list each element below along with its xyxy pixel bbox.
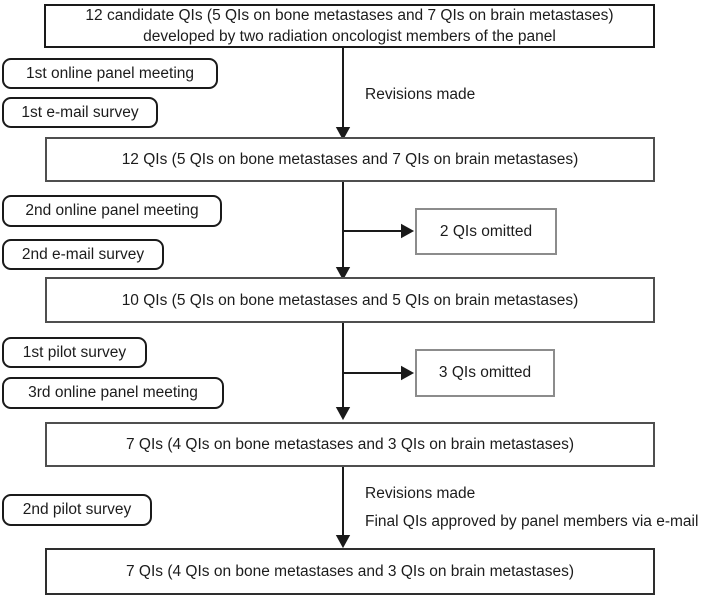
- step-2nd-pilot-survey: 2nd pilot survey: [2, 494, 152, 526]
- stage-box-12-qis: 12 QIs (5 QIs on bone metastases and 7 Q…: [45, 137, 655, 182]
- final-box-7-qis: 7 QIs (4 QIs on bone metastases and 3 QI…: [45, 548, 655, 595]
- arrowhead-branch-1: [401, 223, 415, 239]
- step-1st-email-survey: 1st e-mail survey: [2, 97, 158, 128]
- arrowhead-down-4: [335, 535, 351, 549]
- omitted-box-3-qis: 3 QIs omitted: [415, 349, 555, 397]
- annotation-revisions-made-1: Revisions made: [365, 86, 476, 103]
- step-2nd-email-survey: 2nd e-mail survey: [2, 239, 164, 270]
- step-2nd-online-panel-meeting: 2nd online panel meeting: [2, 195, 222, 227]
- step-1st-online-panel-meeting: 1st online panel meeting: [2, 58, 218, 89]
- annotation-revisions-made-2: Revisions made: [365, 485, 476, 502]
- arrowhead-down-3: [335, 407, 351, 421]
- step-1st-pilot-survey: 1st pilot survey: [2, 337, 147, 368]
- omitted-box-2-qis: 2 QIs omitted: [415, 208, 557, 255]
- annotation-final-approval: Final QIs approved by panel members via …: [365, 513, 699, 530]
- stage-box-7-qis: 7 QIs (4 QIs on bone metastases and 3 QI…: [45, 422, 655, 467]
- arrowhead-branch-2: [401, 365, 415, 381]
- top-box-candidate-qis: 12 candidate QIs (5 QIs on bone metastas…: [44, 4, 655, 48]
- top-box-line2: developed by two radiation oncologist me…: [143, 28, 556, 45]
- top-box-line1: 12 candidate QIs (5 QIs on bone metastas…: [85, 7, 614, 24]
- stage-box-10-qis: 10 QIs (5 QIs on bone metastases and 5 Q…: [45, 277, 655, 323]
- step-3rd-online-panel-meeting: 3rd online panel meeting: [2, 377, 224, 409]
